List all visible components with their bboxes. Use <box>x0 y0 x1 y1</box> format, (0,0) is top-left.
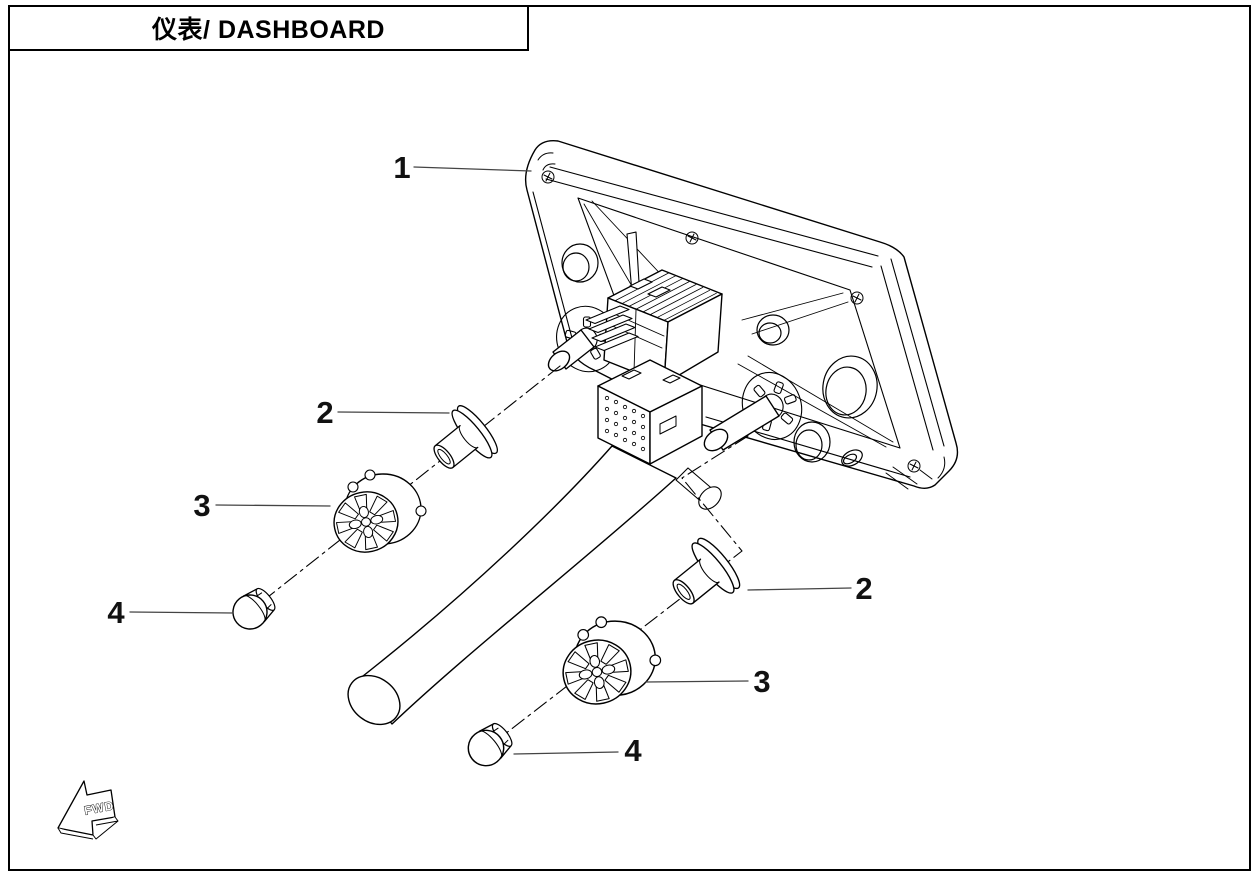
page-title: 仪表/ DASHBOARD <box>152 16 385 44</box>
wire-harness-tube <box>347 445 677 726</box>
part-2-bushing-right <box>658 532 746 621</box>
callout-part-2-right: 2 <box>855 571 872 606</box>
corner-screw-icon <box>541 170 921 473</box>
stud-right <box>703 395 780 452</box>
callout-part-4-right: 4 <box>624 733 642 768</box>
callout-part-4-left: 4 <box>107 595 125 630</box>
part-2-bushing-left <box>419 400 504 485</box>
connector-pins <box>604 395 646 452</box>
callout-part-3-right: 3 <box>753 664 770 699</box>
part-3-damper-right <box>556 616 662 711</box>
connector-lower <box>597 359 703 465</box>
dashboard-unit <box>524 140 959 510</box>
mounting-boss <box>561 243 878 467</box>
title-box: 仪表/ DASHBOARD <box>8 5 529 51</box>
part-4-capnut-right <box>460 717 519 774</box>
stud-left <box>547 329 595 372</box>
page-border <box>8 5 1251 871</box>
fwd-label: FWD <box>83 798 115 818</box>
callout-part-2-left: 2 <box>316 395 333 430</box>
callout-part-3-left: 3 <box>193 488 210 523</box>
fwd-direction-arrow: FWD <box>57 780 119 840</box>
leader-lines <box>129 166 852 755</box>
connector-upper <box>585 269 723 385</box>
lower-mount-ear <box>675 467 722 510</box>
callout-part-1: 1 <box>393 150 410 185</box>
part-4-capnut-left <box>225 582 281 637</box>
